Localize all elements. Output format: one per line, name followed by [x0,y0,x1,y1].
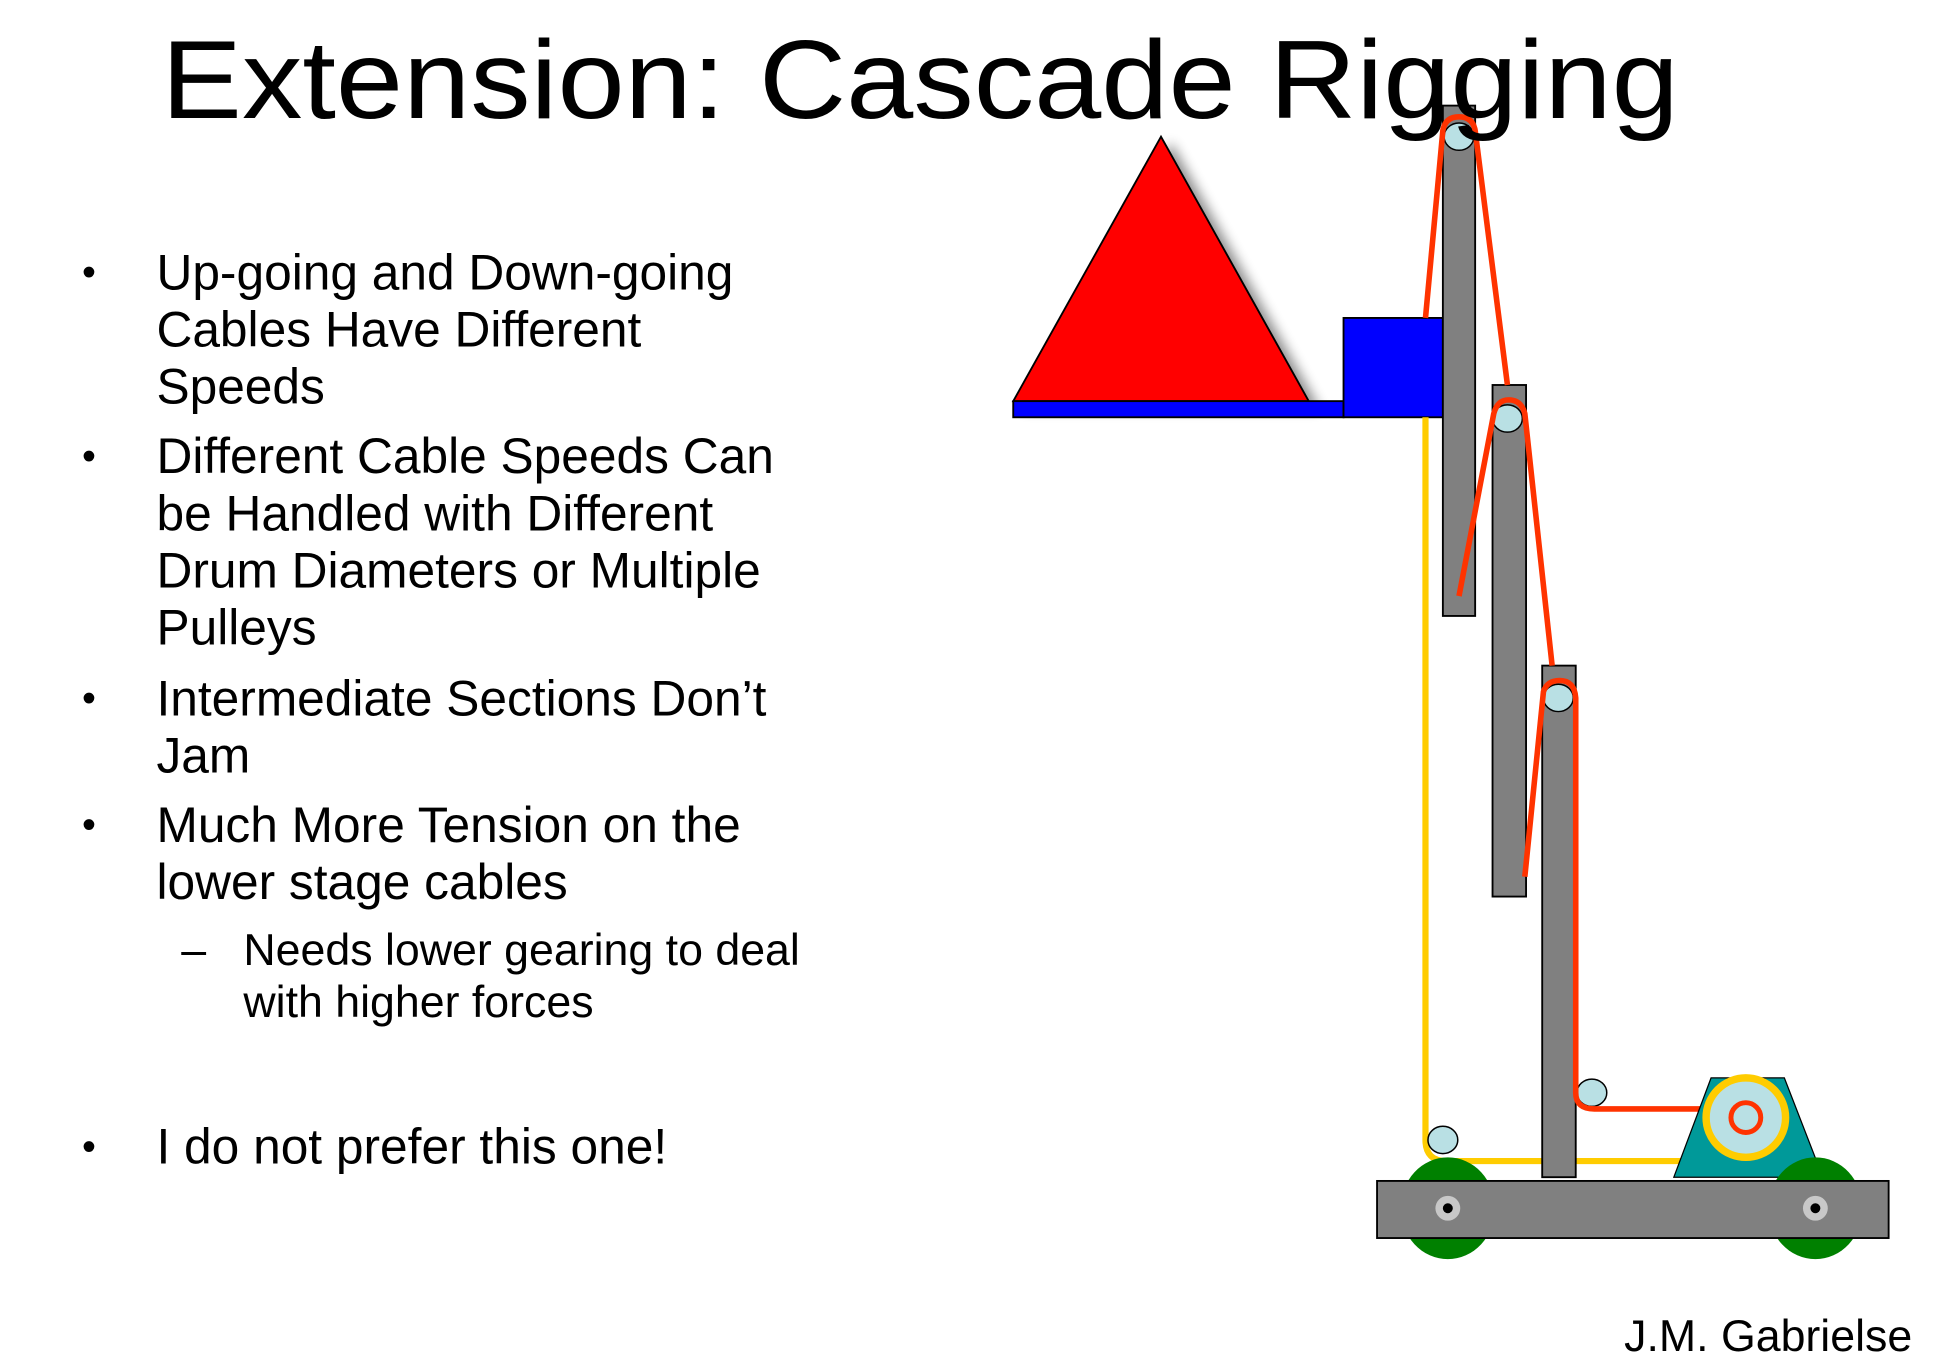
pulley-icon [1427,1125,1459,1155]
drum-hub [1728,1100,1764,1135]
column-stage-1 [1541,664,1577,1179]
bullet-text: Pulleys [156,600,316,656]
bullet-icon: • [82,434,96,478]
axle-dot [1442,1203,1453,1214]
slide-title: Extension: Cascade Rigging [161,17,1678,142]
red-cable-stage-2 [1456,397,1555,666]
cascade-rigging-diagram [1011,104,1890,1260]
bullet-text: Drum Diameters or Multiple [156,542,760,598]
carriage-block [1342,317,1444,419]
bullet-text: Cables Have Different [156,301,641,357]
sub-bullet-text: Needs lower gearing to deal [243,926,799,975]
drum [1702,1074,1790,1162]
author-credit: J.M. Gabrielse [1624,1312,1912,1361]
bullet-text: lower stage cables [156,854,567,910]
bullet-text: Jam [156,727,250,783]
sub-bullet-text: with higher forces [242,978,593,1027]
red-cable-stage-3 [1522,677,1731,1112]
bullet-text: Different Cable Speeds Can [156,428,773,484]
axle-dot [1810,1203,1821,1214]
bullet-icon: • [82,803,96,847]
red-cable-stage-1 [1422,113,1511,386]
bullet-text: Speeds [156,359,324,415]
dash-icon: – [181,926,206,975]
bullet-icon: • [82,677,96,721]
bullet-text: I do not prefer this one! [156,1119,667,1175]
bullet-text: Much More Tension on the [156,797,740,853]
bullet-text: Intermediate Sections Don’t [156,670,766,726]
bullet-list: • Up-going and Down-going Cables Have Di… [82,244,800,1174]
bullet-text: Up-going and Down-going [156,244,733,300]
bullet-icon: • [82,1125,96,1169]
load-triangle [1011,134,1311,403]
bullet-text: be Handled with Different [156,485,713,541]
column-stage-2 [1491,384,1527,898]
bullet-icon: • [82,251,96,295]
red-cables [1422,113,1731,1112]
carriage-arm [1012,400,1345,419]
